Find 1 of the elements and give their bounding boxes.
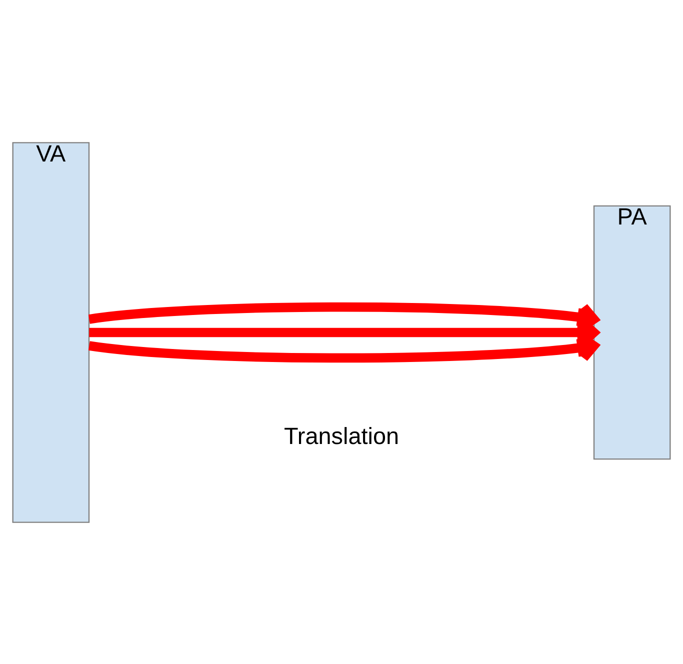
label: Translation (284, 422, 399, 448)
